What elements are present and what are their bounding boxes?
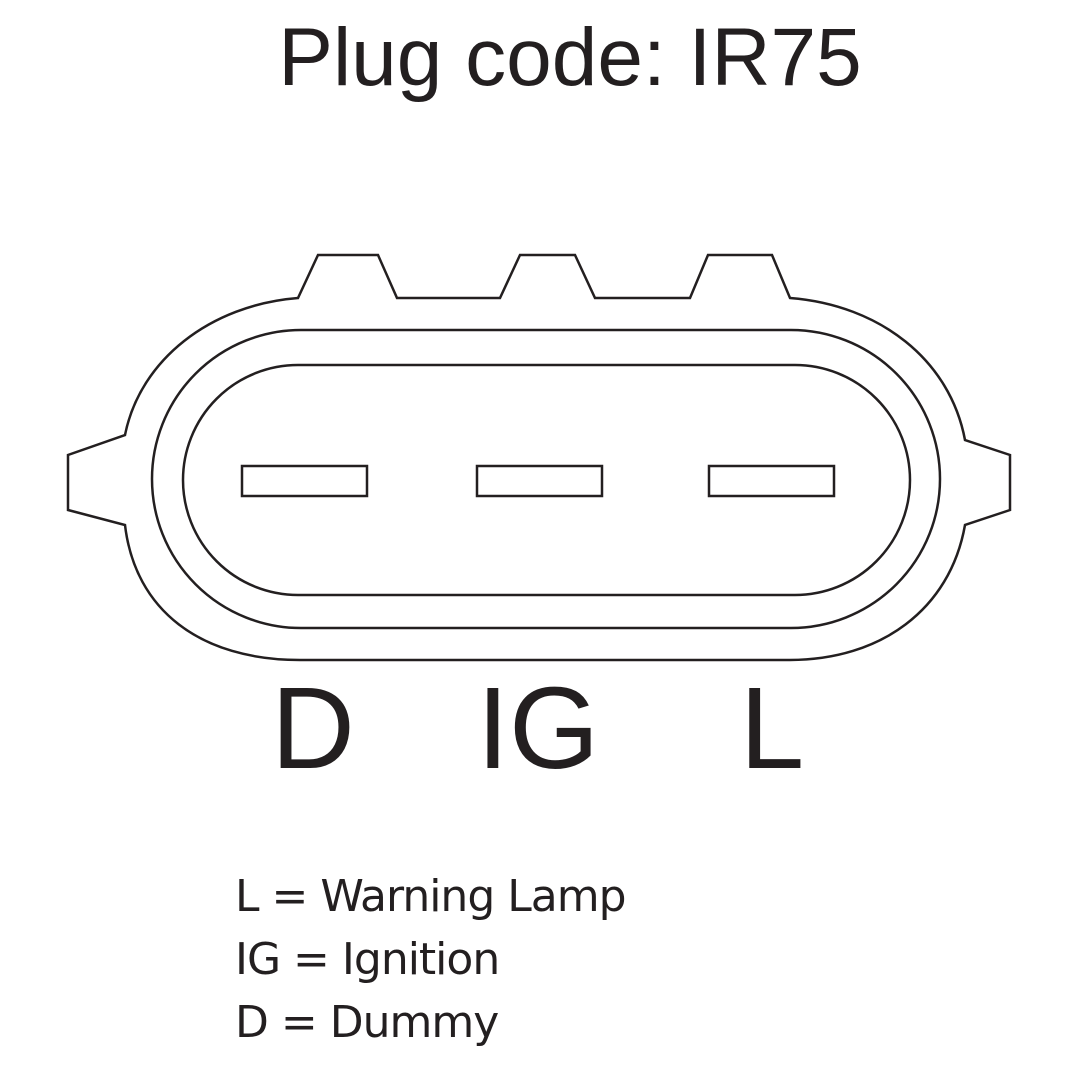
pin-ig — [475, 464, 604, 498]
pin-label-d: D — [271, 663, 355, 793]
pin-label-l: L — [739, 663, 805, 793]
pin-l — [707, 464, 836, 498]
connector-socket — [181, 363, 912, 597]
pin-d — [240, 464, 369, 498]
pin-label-ig: IG — [476, 663, 600, 793]
connector-inner-shell — [150, 328, 942, 630]
legend-item-l: L = Warning Lamp — [235, 871, 627, 922]
legend-item-ig: IG = Ignition — [235, 934, 500, 985]
legend-item-d: D = Dummy — [235, 997, 499, 1048]
connector-outer-housing — [66, 253, 1012, 662]
plug-code-title: Plug code: IR75 — [278, 12, 862, 103]
